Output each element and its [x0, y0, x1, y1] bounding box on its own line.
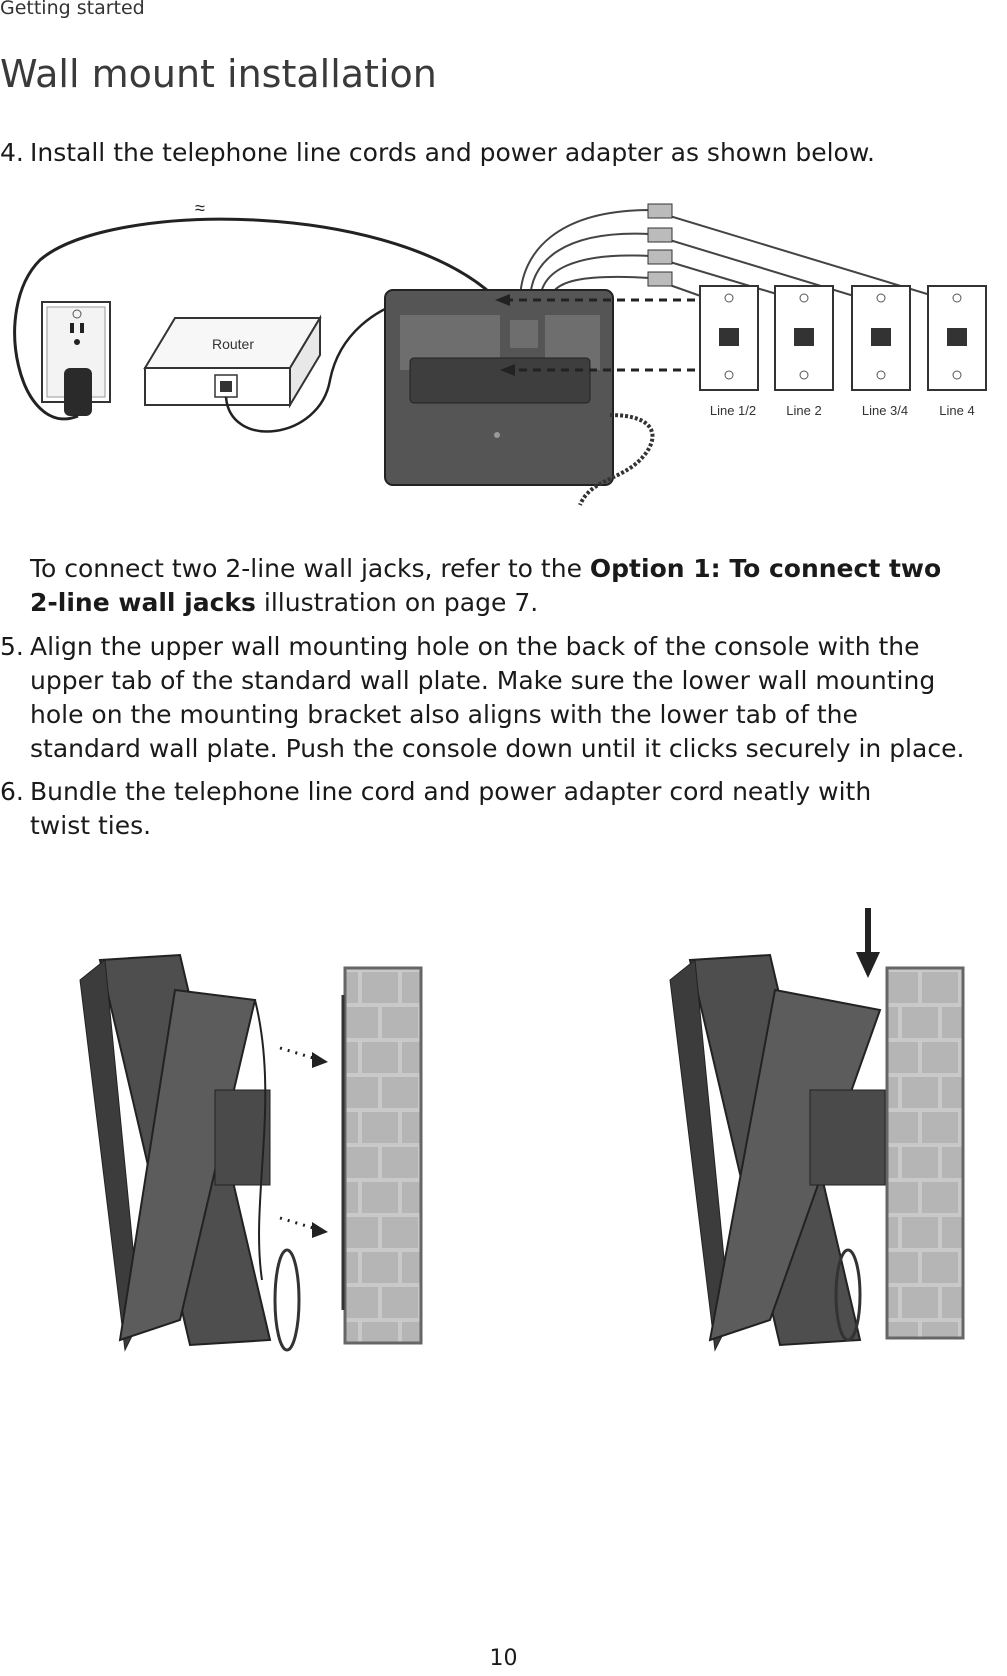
- telephone-console: [384, 289, 655, 506]
- note-paragraph: To connect two 2-line wall jacks, refer …: [30, 552, 1000, 620]
- jack-label: Line 2: [786, 403, 821, 418]
- wall-jack: Line 4: [927, 285, 987, 418]
- jack-label: Line 3/4: [862, 403, 908, 418]
- jack-label: Line 1/2: [710, 403, 756, 418]
- step-line: upper tab of the standard wall plate. Ma…: [30, 666, 936, 695]
- step-line: standard wall plate. Push the console do…: [30, 734, 965, 763]
- power-outlet: [41, 301, 111, 416]
- step-line: twist ties.: [30, 811, 152, 840]
- step-6: 6. Bundle the telephone line cord and po…: [0, 775, 1007, 845]
- connection-diagram: Router ≈ Line 1/2 Line 2: [13, 198, 987, 506]
- step-line: Align the upper wall mounting hole on th…: [30, 632, 920, 661]
- page-number: 10: [489, 1646, 518, 1671]
- step-number: 5.: [0, 632, 24, 661]
- phone-before: [79, 953, 301, 1352]
- note-link-text-cont: 2-line wall jacks: [30, 588, 256, 617]
- step-number: 6.: [0, 777, 24, 806]
- note-text-end: illustration on page 7.: [255, 588, 539, 617]
- step-text: Install the telephone line cords and pow…: [30, 138, 875, 167]
- section-header: Getting started: [0, 0, 145, 19]
- wall-mount-illustration: [79, 908, 965, 1352]
- step-number: 4.: [0, 138, 24, 167]
- note-text: To connect two 2-line wall jacks, refer …: [30, 554, 590, 583]
- step-line: Bundle the telephone line cord and power…: [30, 777, 872, 806]
- step-5: 5. Align the upper wall mounting hole on…: [0, 630, 1007, 770]
- router-label: Router: [212, 336, 254, 352]
- wall-before: [341, 966, 423, 1345]
- wall-jack: Line 3/4: [851, 285, 911, 418]
- phone-after: [669, 953, 886, 1352]
- note-link-text: Option 1: To connect two: [589, 554, 942, 583]
- wall-jack: Line 2: [774, 285, 834, 418]
- wall-jack: Line 1/2: [699, 285, 759, 418]
- down-arrow-icon: [856, 908, 880, 978]
- step-line: hole on the mounting bracket also aligns…: [30, 700, 858, 729]
- wall-after: [885, 966, 965, 1340]
- svg-text:≈: ≈: [195, 198, 205, 218]
- router: Router: [143, 314, 322, 409]
- page-title: Wall mount installation: [0, 52, 437, 96]
- jack-label: Line 4: [939, 403, 974, 418]
